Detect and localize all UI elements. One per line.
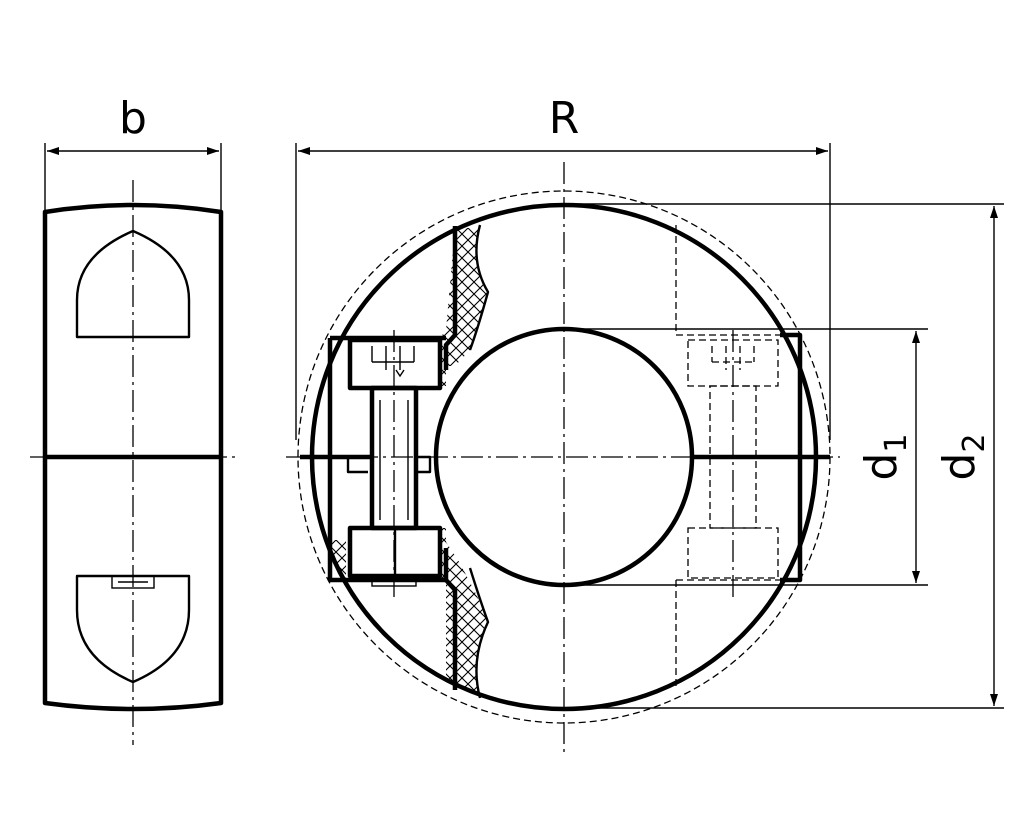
section-flat-upper <box>443 226 458 370</box>
upper-screw-recess <box>75 229 191 339</box>
section-flat-lower <box>443 548 458 690</box>
right-hidden-bolt <box>675 225 800 690</box>
label-b: b <box>119 93 147 144</box>
label-r: R <box>549 93 580 144</box>
front-view: R d1 d2 <box>286 93 1004 752</box>
lower-screw-recess <box>75 574 191 684</box>
hex-socket <box>371 346 415 370</box>
screw-head-visible <box>111 575 155 589</box>
side-view: b <box>30 93 240 745</box>
right-slot-edge <box>780 332 803 583</box>
side-view-outline <box>42 202 224 712</box>
break-line <box>468 224 490 699</box>
label-d1: d1 <box>856 433 914 480</box>
label-d2: d2 <box>934 433 992 480</box>
